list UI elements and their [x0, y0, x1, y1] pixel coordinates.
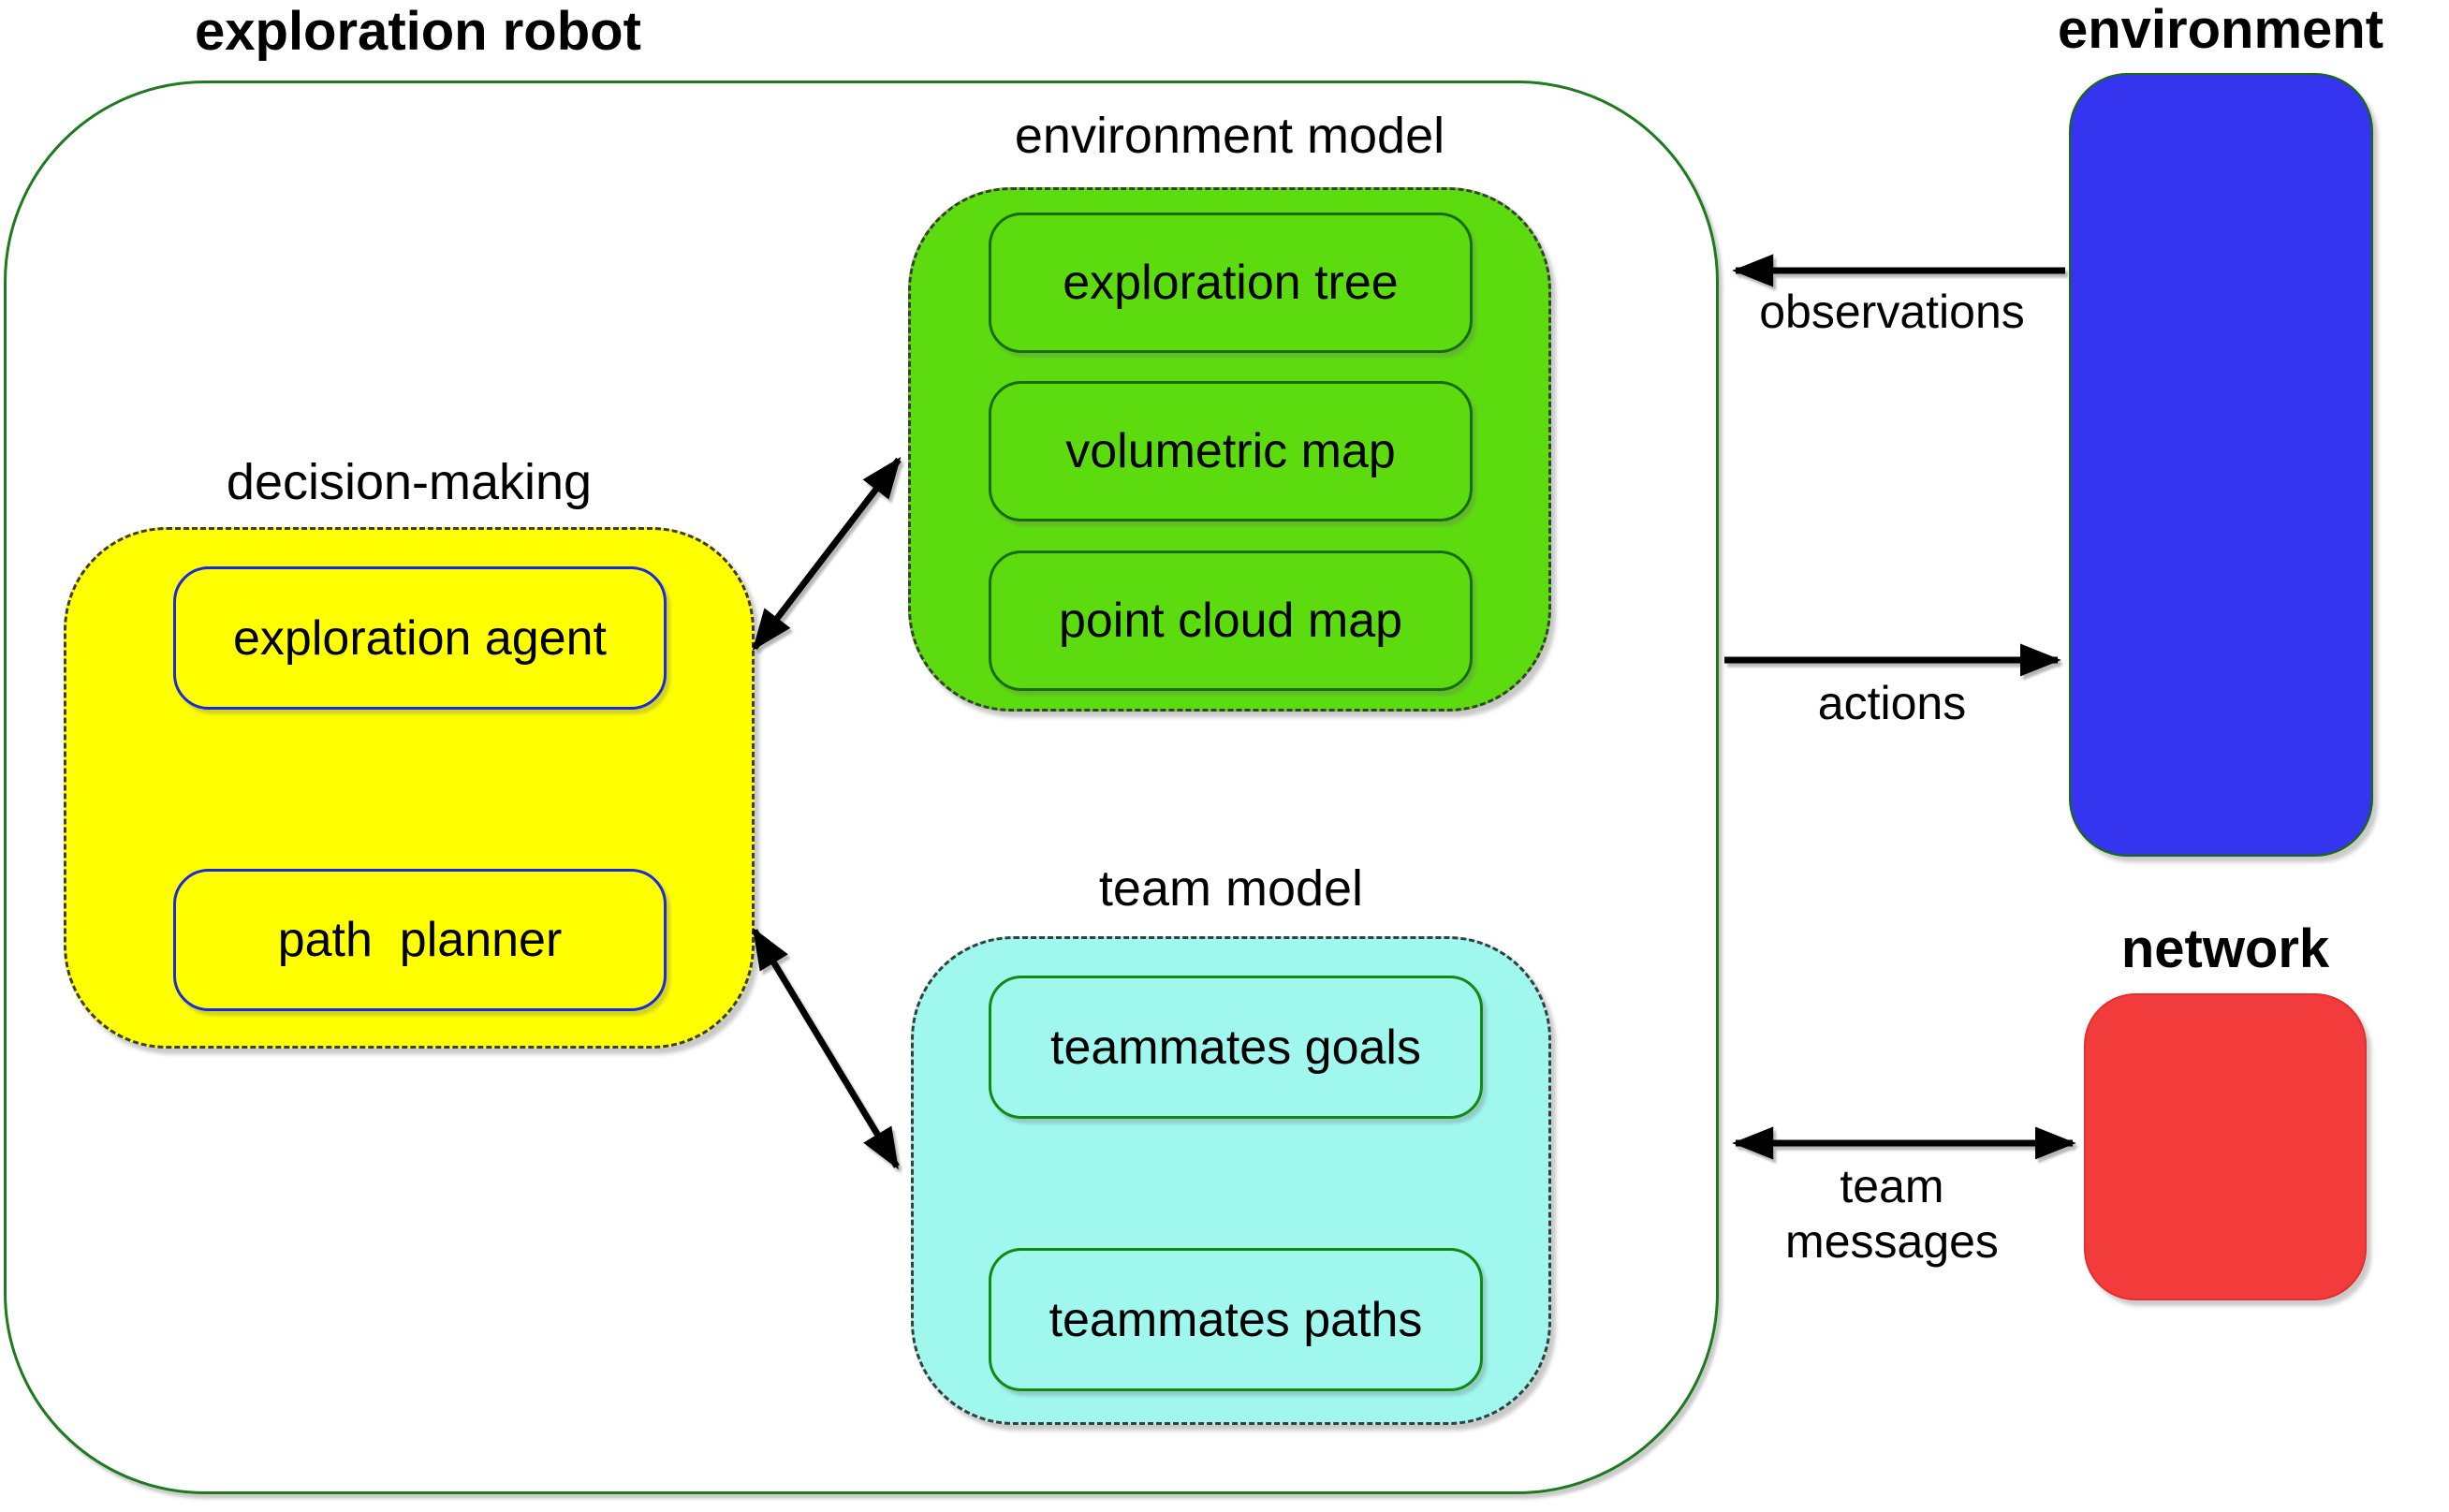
point-cloud-map-box: point cloud map [989, 550, 1473, 691]
decision-team-model-arrow [752, 927, 900, 1170]
exploration-robot-title: exploration robot [195, 1, 641, 62]
environment-model-label: environment model [1014, 108, 1445, 164]
teammates-paths-box: teammates paths [989, 1248, 1483, 1391]
team-model-label: team model [1098, 860, 1364, 917]
decision-making-label: decision-making [226, 454, 593, 510]
exploration-tree-box: exploration tree [989, 213, 1473, 353]
volumetric-map-box: volumetric map [989, 381, 1473, 521]
team-messages-label: team messages [1728, 1159, 2056, 1270]
decision-environment-model-arrow [752, 456, 902, 652]
exploration-agent-box: exploration agent [173, 566, 667, 710]
network-title: network [2120, 918, 2330, 979]
team-messages-label-line2: messages [1785, 1215, 1999, 1268]
network-box [2084, 993, 2367, 1300]
environment-box [2069, 73, 2373, 857]
observations-label: observations [1759, 286, 2025, 338]
team-messages-label-line1: team [1840, 1160, 1944, 1212]
path-planner-box: path planner [173, 869, 667, 1011]
teammates-goals-box: teammates goals [989, 976, 1483, 1119]
actions-label: actions [1817, 677, 1967, 729]
environment-title: environment [2057, 0, 2384, 60]
